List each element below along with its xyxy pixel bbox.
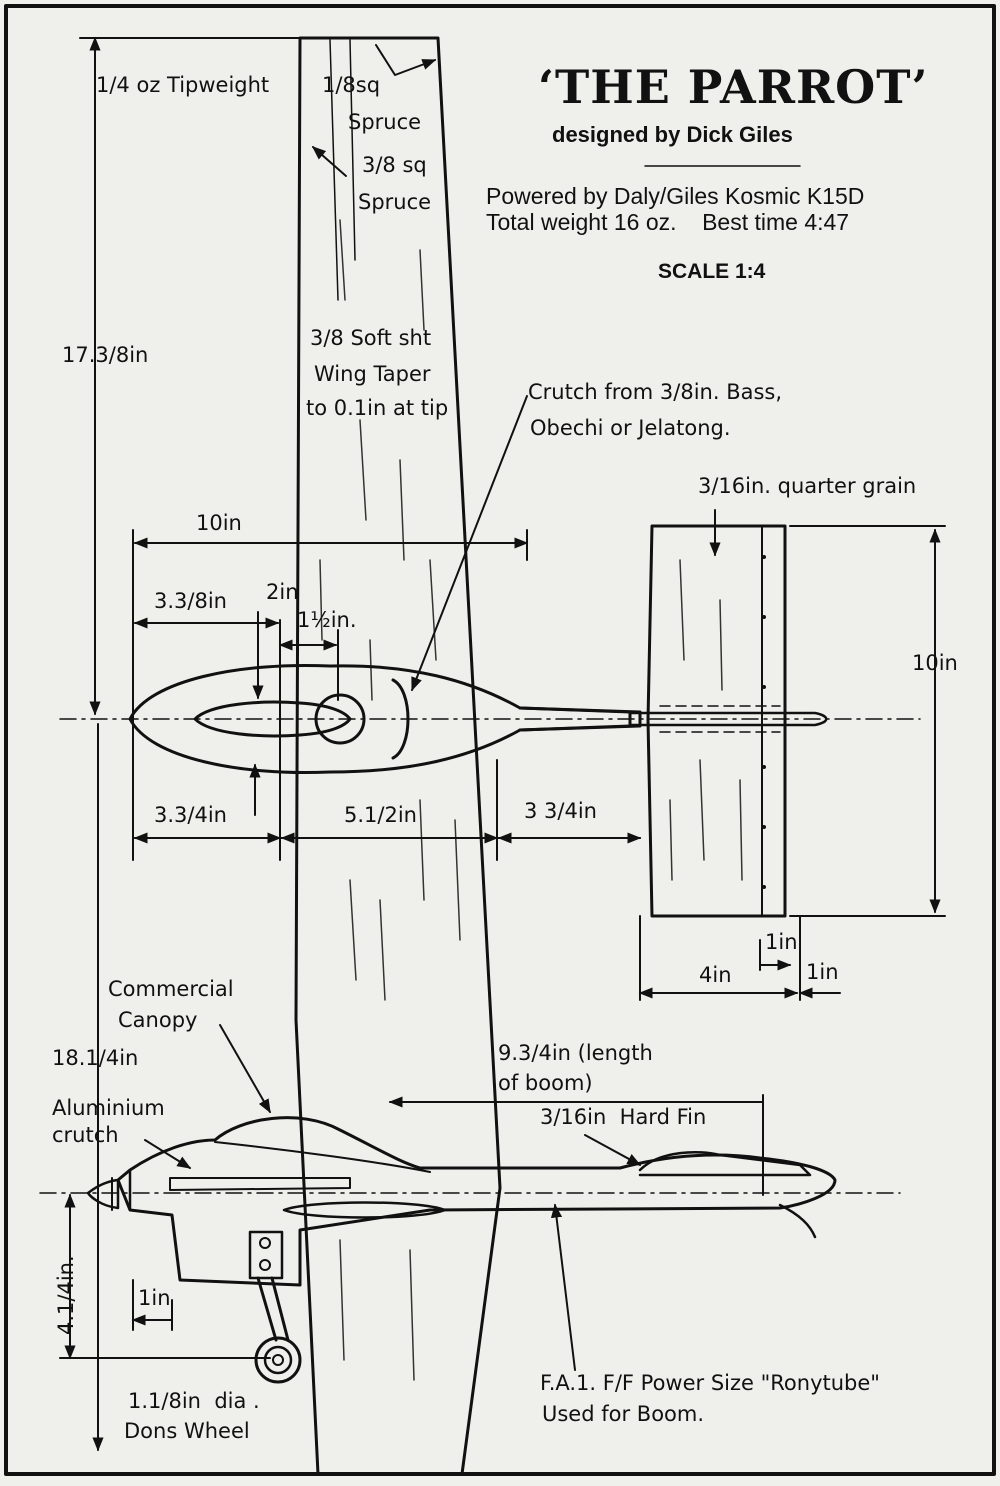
wing-outline: [294, 36, 502, 1476]
spec-weight: Total weight 16 oz. Best time 4:47: [486, 209, 850, 235]
canopy-top: [391, 678, 410, 760]
dim-2in-label: 2in: [266, 580, 299, 604]
wing-grain: [319, 219, 461, 1381]
canopy-circle: [314, 693, 366, 745]
wheel-note-1: 1.1/8in dia .: [128, 1389, 260, 1413]
dim-chord-label: 5.1/2in: [344, 803, 417, 827]
spar-main-material: Spruce: [358, 190, 432, 214]
dim-338-label: 3.3/8in: [154, 589, 227, 613]
spar-lines: [329, 39, 356, 301]
dim-gear-offset-label: 1in: [138, 1286, 171, 1310]
spar-top-size: 1/8sq: [322, 73, 381, 97]
boom-length-note-2: of boom): [498, 1071, 593, 1095]
dim-other-half-label: 18.1/4in: [52, 1046, 139, 1070]
boom-tube-note-1: F.A.1. F/F Power Size "Ronytube": [540, 1371, 880, 1395]
page-border: [4, 4, 996, 1476]
alu-crutch-note-1: Aluminium: [52, 1096, 165, 1120]
spar-top-material: Spruce: [348, 110, 422, 134]
boom-length-note-1: 9.3/4in (length: [498, 1041, 653, 1065]
dim-nose-seg-label: 3.3/4in: [154, 803, 227, 827]
tail-skid: [778, 1203, 817, 1239]
spinner: [86, 1178, 120, 1210]
gear-plate: [248, 1230, 284, 1280]
dim-spinner-label: 1½in.: [297, 608, 357, 632]
tipweight-note: 1/4 oz Tipweight: [96, 73, 270, 97]
dim-elev-1-label: 1in: [765, 930, 798, 954]
dim-stab-span-label: 10in: [912, 651, 958, 675]
crutch-note-2: Obechi or Jelatong.: [530, 416, 731, 440]
wheel: [254, 1336, 302, 1384]
canopy-note-2: Canopy: [118, 1008, 198, 1032]
scale-label: SCALE 1:4: [658, 260, 766, 283]
dim-span-label: 17.3/8in: [62, 343, 149, 367]
dim-10in-label: 10in: [196, 511, 242, 535]
crutch-note-1: Crutch from 3/8in. Bass,: [528, 380, 783, 404]
page-title: ‘THE PARROT’: [538, 60, 929, 114]
canopy-note-1: Commercial: [108, 977, 234, 1001]
stab-grain-note: 3/16in. quarter grain: [698, 474, 917, 498]
spec-engine: Powered by Daly/Giles Kosmic K15D: [486, 183, 865, 209]
wheel-note-2: Dons Wheel: [124, 1419, 250, 1443]
wing-taper-note: Wing Taper: [314, 362, 431, 386]
wing-sheet-note: 3/8 Soft sht: [310, 326, 432, 350]
crutch-inner: [193, 700, 352, 738]
dim-gear-height-label: 4.1/4in.: [54, 1255, 78, 1335]
dim-tail-gap-label: 3 3/4in: [524, 799, 597, 823]
dim-stab-chord-label: 4in: [699, 963, 732, 987]
boom-top: [518, 706, 632, 732]
spar-main-size: 3/8 sq: [362, 153, 427, 177]
wing-tip-note: to 0.1in at tip: [306, 396, 449, 420]
alu-crutch-note-2: crutch: [52, 1123, 119, 1147]
fin-note: 3/16in Hard Fin: [540, 1105, 707, 1129]
fuselage-side: [116, 1116, 837, 1287]
boom-tube-note-2: Used for Boom.: [542, 1402, 705, 1426]
designer-credit: designed by Dick Giles: [552, 122, 793, 147]
dim-elev-2-label: 1in: [806, 960, 839, 984]
stabilizer: [646, 524, 787, 918]
